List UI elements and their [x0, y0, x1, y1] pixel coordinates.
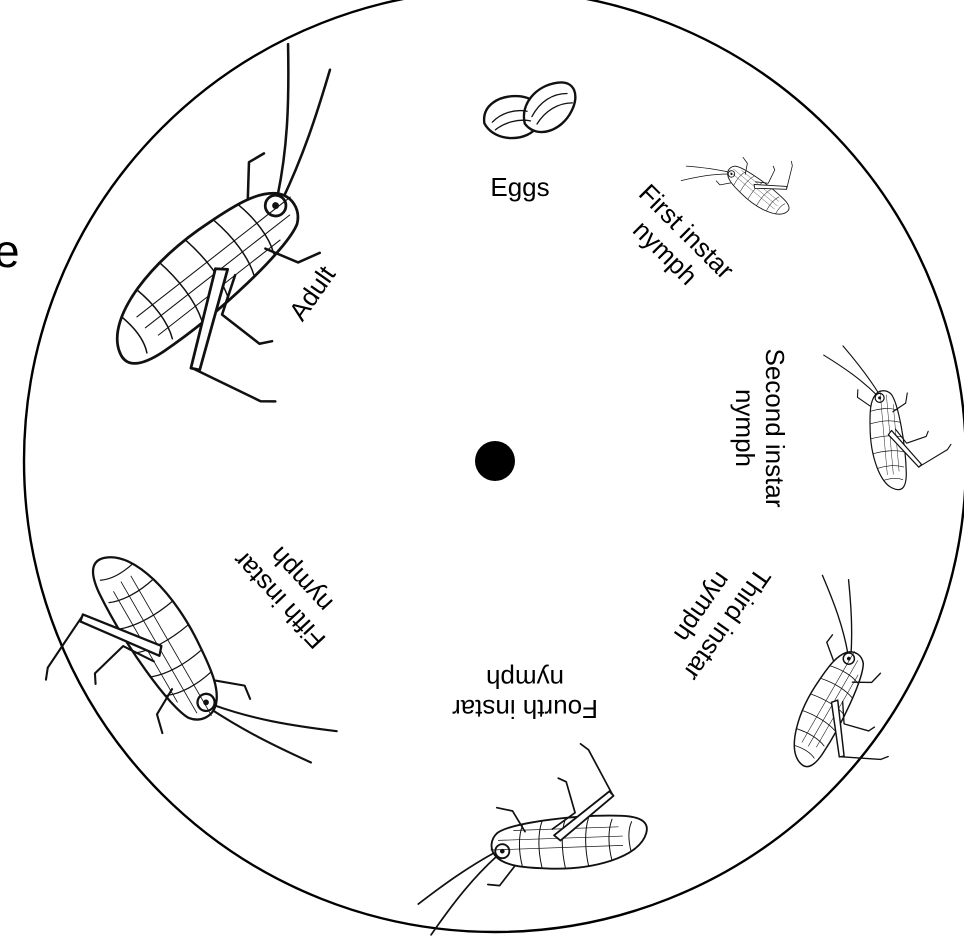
label-eggs-line1: Eggs — [460, 172, 580, 202]
label-fourth-instar: Fourth instar nymph — [430, 664, 620, 724]
center-pivot-dot — [475, 441, 515, 481]
label-second-instar: Second instar nymph — [730, 333, 790, 523]
label-second-line1: Second instar — [760, 333, 790, 523]
edge-text-fragment: e — [0, 226, 20, 276]
label-fourth-line2: nymph — [430, 664, 620, 694]
label-fourth-line1: Fourth instar — [430, 694, 620, 724]
label-second-line2: nymph — [730, 333, 760, 523]
label-eggs: Eggs — [460, 172, 580, 202]
